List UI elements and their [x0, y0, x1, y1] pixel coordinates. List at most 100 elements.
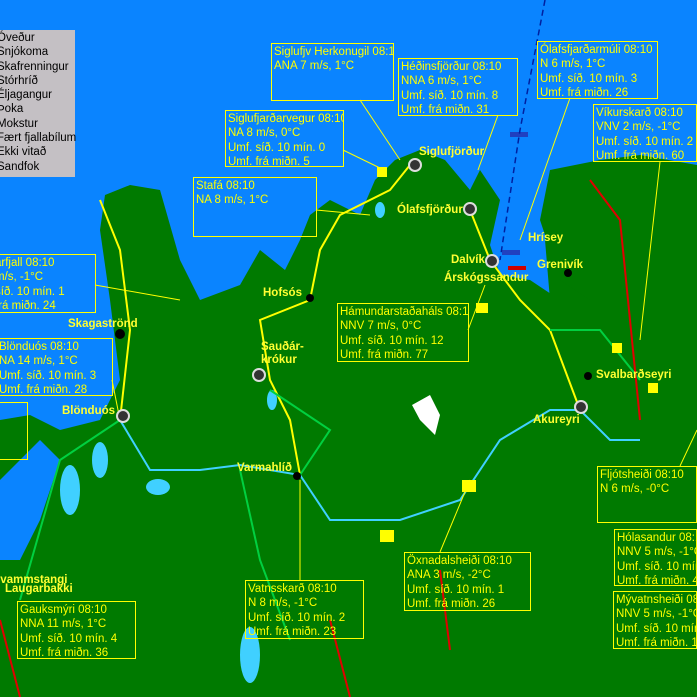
town-label[interactable]: krókur	[261, 354, 297, 366]
ferry-icons	[502, 132, 528, 270]
station-name: Fljótsheiði 08:10	[600, 469, 684, 481]
weather-station-box[interactable]: Stafá 08:10 NA 8 m/s, 1°C	[193, 177, 317, 237]
lakes	[60, 202, 385, 683]
station-reading: VNV 2 m/s, -1°C	[596, 121, 681, 134]
legend-item: Ekki vitað	[0, 146, 47, 159]
station-reading: Umf. síð. 10 mín. 3	[0, 369, 97, 382]
station-name	[0, 404, 27, 418]
town-label[interactable]: Siglufjörður	[419, 146, 485, 158]
station-reading: m/s, -1°C	[0, 271, 44, 284]
station-name: Hámundarstaðaháls 08:10	[340, 306, 469, 318]
warning-icons	[377, 167, 658, 542]
station-reading: Umf. frá miðn. 31	[401, 103, 490, 116]
station-name: Ólafsfjarðarmúli 08:10	[540, 44, 653, 56]
station-reading: Umf. síð. 10 mín. 3	[540, 72, 638, 85]
station-name: Gauksmýri 08:10	[20, 604, 107, 616]
town-label[interactable]: Dalvík	[451, 254, 485, 266]
town-label[interactable]: Árskógssandur	[444, 272, 529, 284]
station-reading: Umf. síð. 10 mín. 8	[401, 89, 499, 102]
station-reading: NNV 7 m/s, 0°C	[340, 320, 422, 333]
station-reading: NNV 5 m/s, -1°C	[616, 608, 697, 621]
town-label[interactable]: Hofsós	[263, 287, 302, 299]
town-label[interactable]: Svalbarðseyri	[596, 369, 672, 381]
town-label[interactable]: Sauðár-	[261, 341, 304, 353]
station-name: Héðinsfjörður 08:10	[401, 61, 502, 73]
station-reading: Umf. frá miðn. 26	[540, 86, 629, 99]
station-reading: NNA 11 m/s, 1°C	[20, 618, 107, 631]
station-reading: Umf. síð. 10 mín. 0	[228, 141, 326, 154]
glacier	[412, 395, 440, 435]
legend-item: Skafrenningur	[0, 60, 69, 73]
station-reading: síð. 10 mín. 1	[0, 285, 65, 298]
station-reading: NNA 6 m/s, 1°C	[401, 75, 482, 88]
station-reading: Umf. síð. 10 mín. 2	[596, 135, 694, 148]
town-label[interactable]: Laugarbakki	[5, 583, 73, 595]
station-reading: frá miðn. 24	[0, 299, 56, 312]
station-reading: N 8 m/s, -1°C	[248, 597, 318, 610]
station-reading: NA 8 m/s, 1°C	[196, 194, 269, 207]
station-name: Blönduós 08:10	[0, 341, 79, 353]
legend-item: Stórhríð	[0, 74, 38, 87]
station-reading: Umf. frá miðn. 5	[228, 155, 310, 167]
station-reading: Umf. síð. 10 mín. 1	[407, 583, 505, 596]
legend-item: Sandfok	[0, 160, 40, 173]
station-name: Stafá 08:10	[196, 180, 255, 192]
station-reading: Umf. síð. 10 mín.	[616, 622, 697, 635]
station-reading: Umf. síð. 10 mín. 4	[20, 632, 118, 645]
legend-panel: Óveður Snjókoma Skafrenningur Stórhríð É…	[0, 30, 77, 177]
station-reading: Umf. frá miðn. 4	[617, 574, 697, 586]
station-name: Vatnsskarð 08:10	[248, 583, 337, 595]
town-label[interactable]: Hvammstangi	[0, 574, 68, 586]
station-reading: Umf. frá miðn. 14	[616, 636, 697, 649]
station-name: Siglufjarðarvegur 08:10	[228, 113, 344, 125]
station-reading: Umf. frá miðn. 60	[596, 149, 685, 162]
station-reading: Umf. síð. 10 mín. 2	[248, 611, 346, 624]
station-reading: ANA 3 m/s, -2°C	[407, 569, 491, 582]
station-reading: Umf. frá miðn. 23	[248, 625, 337, 638]
legend-item: Óveður	[0, 32, 35, 44]
station-reading: N 6 m/s, 1°C	[540, 58, 606, 71]
station-reading: Umf. frá miðn. 26	[407, 597, 496, 610]
weather-station-box[interactable]: Fljótsheiði 08:10 N 6 m/s, -0°C	[597, 466, 697, 523]
town-label[interactable]: Blönduós	[62, 405, 116, 417]
town-label[interactable]: Ólafsfjörður	[397, 204, 463, 216]
station-reading: ANA 7 m/s, 1°C	[274, 60, 355, 73]
station-name: Mývatnsheiði 08:10	[616, 594, 696, 606]
station-reading: Umf. frá miðn. 36	[20, 646, 109, 659]
station-name: Hólasandur 08:10	[617, 532, 696, 544]
station-reading: Umf. frá miðn. 77	[340, 348, 429, 361]
station-reading: NA 14 m/s, 1°C	[0, 355, 78, 368]
weather-station-box[interactable]	[0, 402, 28, 460]
station-name: Siglufjv Herkonugil 08:10	[274, 46, 394, 58]
station-name: Víkurskarð 08:10	[596, 107, 683, 119]
station-reading: Umf. síð. 10 mín.	[617, 560, 697, 573]
station-reading: Umf. síð. 10 mín. 12	[340, 334, 444, 347]
station-reading: Umf. frá miðn. 28	[0, 383, 88, 396]
town-label[interactable]: Hrísey	[528, 232, 564, 244]
town-marker-siglufjordur	[408, 158, 422, 172]
station-name: árfjall 08:10	[0, 257, 55, 269]
station-reading: NNV 5 m/s, -1°C	[617, 546, 697, 559]
town-label[interactable]: Akureyri	[533, 414, 580, 426]
town-markers	[115, 158, 592, 480]
town-label[interactable]: Varmahlíð	[237, 462, 292, 474]
town-label[interactable]: Skagaströnd	[68, 318, 138, 330]
legend-item: Mokstur	[0, 117, 38, 130]
legend-item: Fært fjallabílum	[0, 132, 77, 145]
station-name: Öxnadalsheiði 08:10	[407, 555, 512, 567]
town-label[interactable]: Grenivík	[537, 259, 584, 271]
station-reading: N 6 m/s, -0°C	[600, 483, 670, 496]
